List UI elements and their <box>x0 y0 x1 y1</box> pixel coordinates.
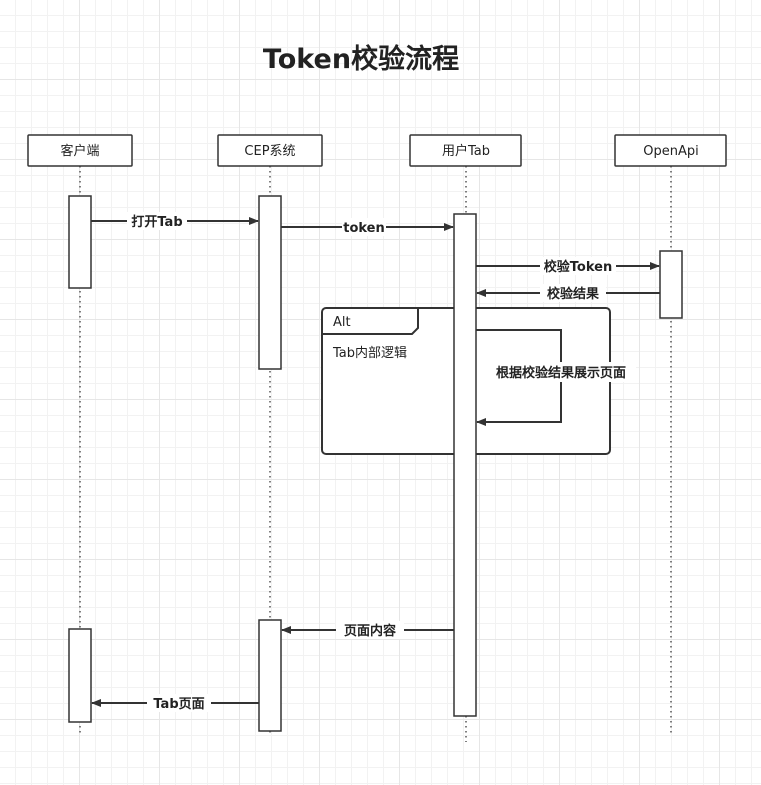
message-show-page-label: 根据校验结果展示页面 <box>496 365 626 381</box>
message-verify-token-label: 校验Token <box>544 259 612 275</box>
participant-cep-label: CEP系统 <box>244 144 295 159</box>
activation-client-1 <box>68 195 92 289</box>
participant-cep: CEP系统 <box>217 134 323 167</box>
activation-usertab <box>453 213 477 717</box>
message-page-content-label: 页面内容 <box>344 623 396 639</box>
participant-usertab: 用户Tab <box>409 134 522 167</box>
message-verify-token: 校验Token <box>476 257 660 275</box>
activation-cep-1 <box>258 195 282 370</box>
message-verify-result-label: 校验结果 <box>547 286 599 302</box>
diagram-title: Token校验流程 <box>263 43 459 75</box>
message-token-label: token <box>343 221 385 236</box>
message-open-tab: 打开Tab <box>91 212 259 230</box>
participant-openapi: OpenApi <box>614 134 727 167</box>
activation-client-2 <box>68 628 92 723</box>
alt-guard-label: Tab内部逻辑 <box>332 345 407 361</box>
activation-cep-2 <box>258 619 282 732</box>
alt-operator-label: Alt <box>333 315 351 330</box>
message-verify-result: 校验结果 <box>476 284 660 302</box>
message-tab-page: Tab页面 <box>91 694 259 712</box>
participant-openapi-label: OpenApi <box>643 144 698 159</box>
participant-client: 客户端 <box>27 134 133 167</box>
message-tab-page-label: Tab页面 <box>153 697 204 712</box>
message-token: token <box>281 218 454 236</box>
message-page-content: 页面内容 <box>281 621 454 639</box>
alt-fragment-tab <box>322 308 419 335</box>
participant-usertab-label: 用户Tab <box>442 143 490 159</box>
activation-openapi <box>659 250 683 319</box>
message-show-page: 根据校验结果展示页面 <box>476 329 636 426</box>
message-open-tab-label: 打开Tab <box>131 214 182 230</box>
participant-client-label: 客户端 <box>60 143 99 159</box>
